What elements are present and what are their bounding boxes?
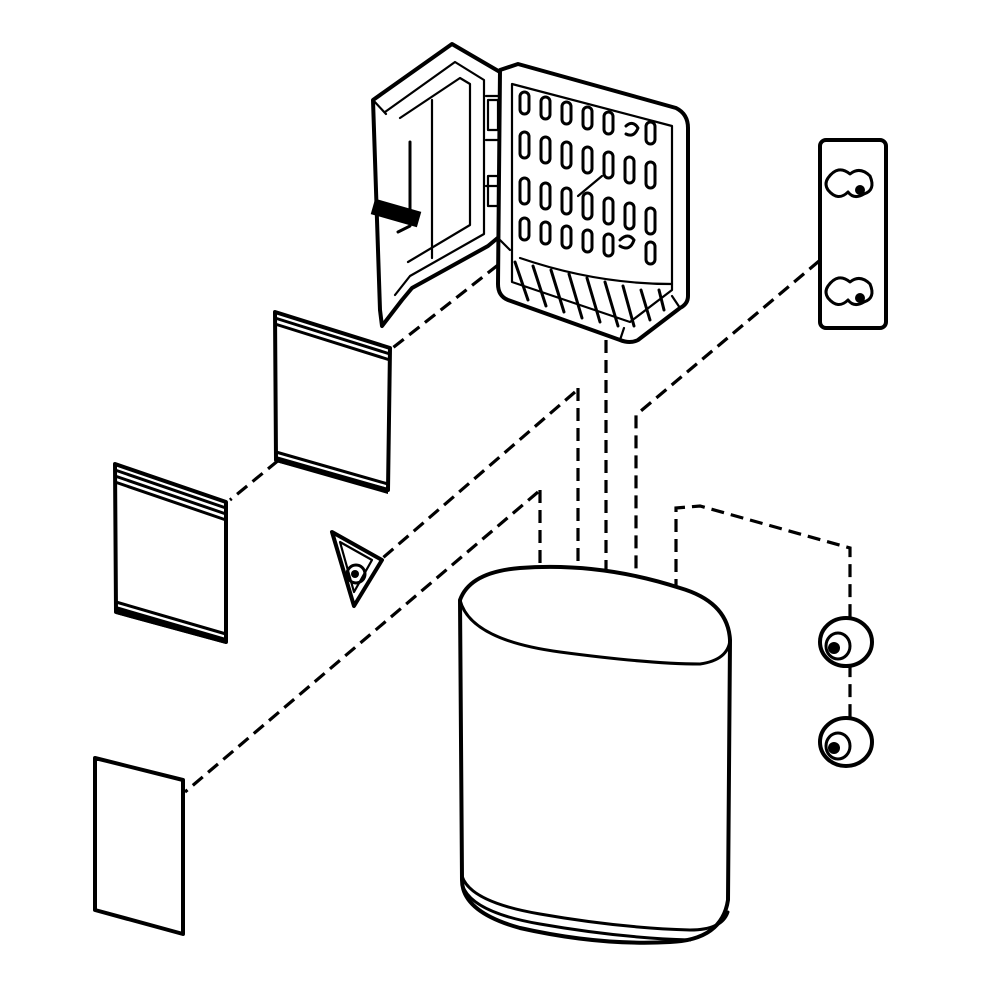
hinged-cap-icon <box>370 42 690 344</box>
panel-upper-icon <box>273 310 392 494</box>
assembly-line-cap-to-panel <box>389 263 499 352</box>
fastener-lower-icon <box>818 716 874 768</box>
sheet-icon <box>93 756 185 936</box>
assembly-line-fastener <box>674 504 852 750</box>
assembly-line-sheet-diag <box>183 490 540 794</box>
cap-slot-grid <box>513 90 674 328</box>
bracket-icon <box>818 138 888 330</box>
panel-lower-icon <box>113 462 228 644</box>
assembly-line-clip-diag <box>376 390 577 564</box>
clip-icon <box>330 530 384 608</box>
fastener-upper-icon <box>818 616 874 668</box>
container-icon <box>458 564 732 945</box>
assembly-line-bracket <box>634 233 852 628</box>
